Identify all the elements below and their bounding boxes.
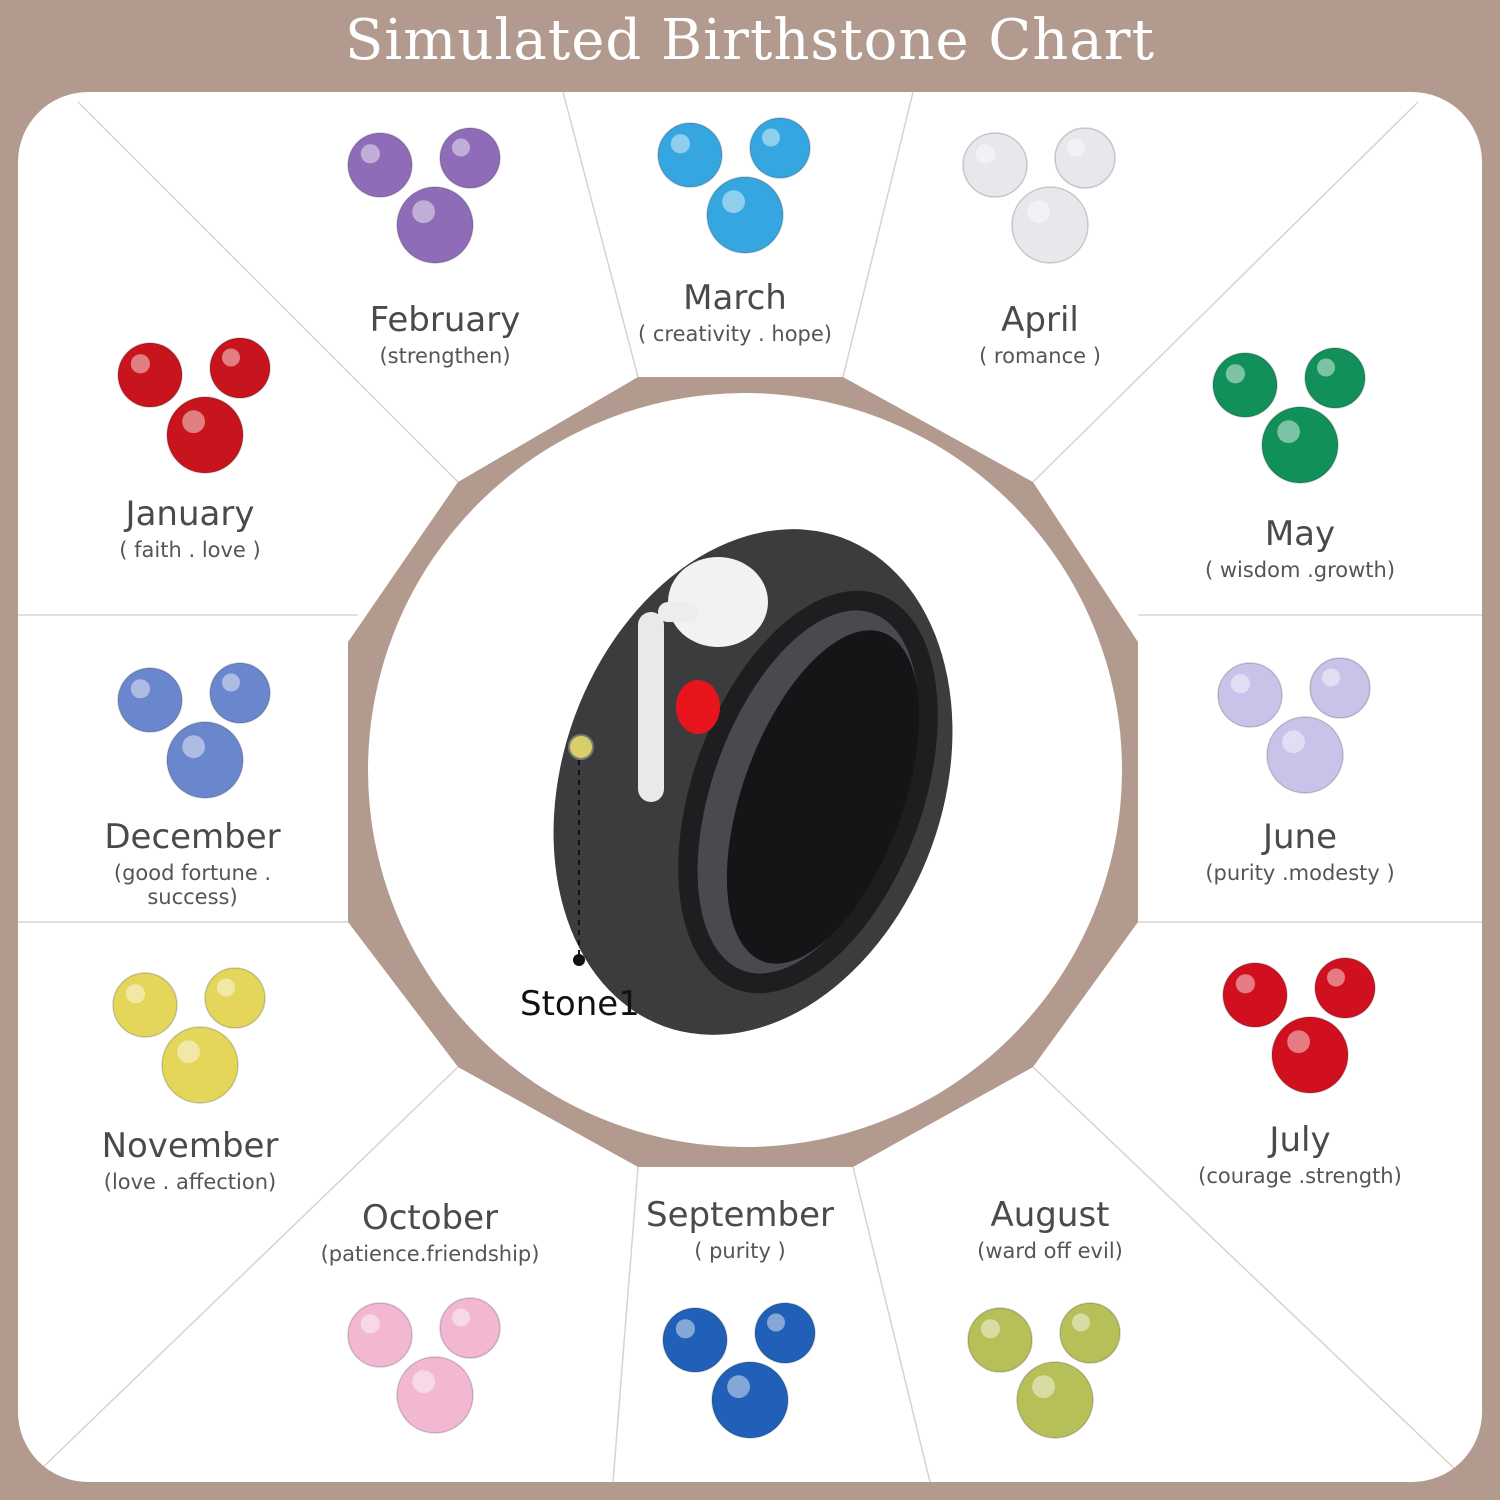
chart-panel [18, 92, 1482, 1482]
month-meaning: ( romance ) [979, 344, 1101, 368]
month-meaning: ( creativity . hope) [638, 322, 832, 346]
stone-label: Stone1 [520, 984, 640, 1024]
divider-lines [18, 92, 1482, 1482]
month-name: July [1269, 1120, 1331, 1160]
month-name: March [683, 278, 787, 318]
month-december: December (good fortune . success) [70, 817, 315, 909]
month-name: November [101, 1126, 279, 1166]
month-name: October [361, 1198, 499, 1238]
month-meaning: ( purity ) [694, 1239, 786, 1263]
red-circle [676, 680, 720, 734]
month-september: September ( purity ) [640, 1195, 840, 1263]
month-meaning: (strengthen) [379, 344, 511, 368]
month-meaning: (purity .modesty ) [1205, 861, 1395, 885]
month-meaning: (courage .strength) [1198, 1164, 1402, 1188]
month-meaning: (love . affection) [103, 1170, 277, 1194]
month-name: June [1262, 817, 1338, 857]
month-august: August (ward off evil) [950, 1195, 1150, 1263]
month-name: August [990, 1195, 1110, 1235]
month-january: January ( faith . love ) [90, 494, 290, 562]
month-meaning: (patience.friendship) [320, 1242, 540, 1266]
month-name: February [369, 300, 521, 340]
month-meaning: ( wisdom .growth) [1204, 558, 1396, 582]
month-may: May ( wisdom .growth) [1190, 514, 1410, 582]
month-name: May [1264, 514, 1336, 554]
ring-image [553, 529, 953, 1035]
chart-title: Simulated Birthstone Chart [345, 8, 1155, 73]
month-november: November (love . affection) [90, 1126, 290, 1194]
stone-pointer-dot [573, 954, 585, 966]
month-name: January [125, 494, 255, 534]
stone-setting [568, 734, 594, 760]
month-march: March ( creativity . hope) [620, 278, 850, 346]
month-june: June (purity .modesty ) [1190, 817, 1410, 885]
month-name: April [1001, 300, 1079, 340]
month-name: December [104, 817, 281, 857]
month-name: September [646, 1195, 834, 1235]
month-february: February (strengthen) [345, 300, 545, 368]
month-meaning: (ward off evil) [977, 1239, 1123, 1263]
month-october: October (patience.friendship) [320, 1198, 540, 1266]
month-july: July (courage .strength) [1190, 1120, 1410, 1188]
month-meaning: ( faith . love ) [119, 538, 261, 562]
month-meaning: (good fortune . success) [113, 861, 272, 909]
month-april: April ( romance ) [940, 300, 1140, 368]
